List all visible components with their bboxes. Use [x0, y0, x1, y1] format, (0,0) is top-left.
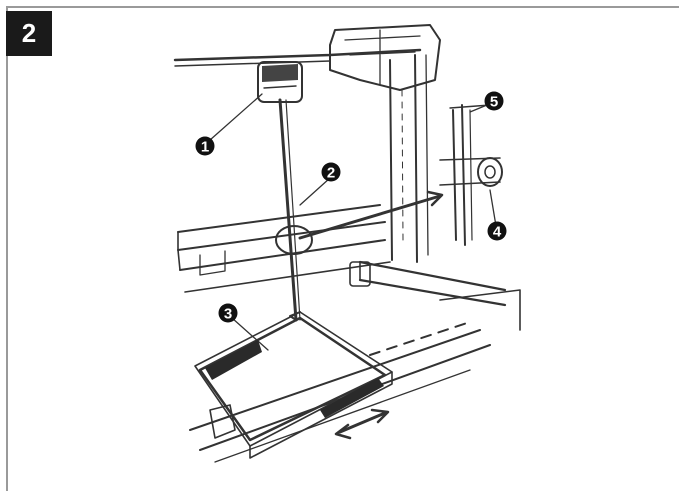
lever-arrowhead	[426, 190, 444, 207]
frame-left-border	[6, 6, 8, 491]
table-rail-slot	[199, 250, 226, 276]
leader-3	[231, 317, 269, 351]
base-leg	[439, 289, 521, 331]
adjust-nut	[477, 157, 503, 187]
right-rod-top	[449, 104, 491, 109]
upper-arm-line	[173, 48, 422, 62]
machine-body-detail	[344, 29, 421, 86]
table-rail-bottom	[179, 239, 386, 271]
callout-label: 5	[490, 94, 498, 111]
leader-2	[299, 177, 331, 206]
lever-arrow	[298, 194, 442, 240]
base-crossbar	[358, 260, 507, 292]
connecting-rod	[278, 98, 298, 322]
floor-rail-1	[189, 329, 481, 431]
table-rail-end	[177, 231, 181, 271]
bracket-shadow	[262, 64, 298, 82]
base-crossbar-2	[358, 278, 507, 307]
right-rod-1	[452, 109, 457, 241]
table-rail-top	[177, 204, 381, 233]
leader-5	[469, 104, 488, 113]
right-rod-3	[469, 109, 473, 241]
stand-column-left	[389, 59, 393, 261]
leader-1	[209, 93, 263, 141]
connecting-rod-2	[285, 99, 301, 321]
callout-3: 3	[218, 303, 238, 323]
movement-arrowhead-right	[370, 408, 390, 424]
movement-arrow	[338, 411, 387, 434]
callout-label: 1	[201, 139, 209, 156]
callout-2: 2	[321, 162, 341, 182]
leader-4	[489, 189, 497, 227]
adjust-nut-inner	[484, 165, 496, 179]
callout-4: 4	[487, 221, 507, 241]
stand-column-dash	[401, 89, 404, 241]
movement-arrowhead-left	[334, 423, 352, 440]
crossbar-clamp	[349, 261, 371, 287]
callout-label: 4	[493, 224, 502, 241]
floor-rail-3	[214, 369, 471, 463]
pedal-shadow-right	[320, 378, 384, 418]
right-rod-2	[461, 104, 466, 246]
machine-body	[329, 24, 441, 91]
table-rail-lower	[184, 261, 391, 293]
floor-rail-dash	[369, 321, 471, 356]
pedal-plate	[198, 316, 387, 442]
callout-5: 5	[484, 91, 504, 111]
step-number-badge: 2	[6, 11, 52, 56]
stand-column-right	[414, 54, 418, 263]
stand-column-edge	[425, 54, 429, 256]
right-rod-clamp	[439, 157, 501, 186]
frame-top-border	[6, 6, 679, 8]
callout-label: 2	[327, 165, 335, 182]
pedal-hinge	[209, 404, 236, 439]
table-rail-mid	[177, 221, 386, 251]
pedal-edge	[194, 311, 393, 447]
callout-label: 3	[224, 306, 232, 323]
pedal-rod-attach	[289, 311, 301, 321]
pedal-front-edge	[249, 371, 393, 459]
lever-pivot	[275, 225, 313, 255]
upper-arm-line-2	[174, 60, 331, 67]
pedal-shadow-left	[205, 340, 262, 380]
callout-1: 1	[195, 136, 215, 156]
